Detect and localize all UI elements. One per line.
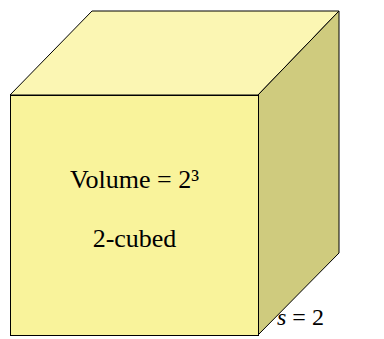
volume-formula: Volume = 2³ bbox=[70, 164, 199, 195]
cube-side-face bbox=[258, 11, 339, 335]
side-length-label: s = 2 bbox=[277, 303, 324, 332]
cube-front-face: Volume = 2³ 2-cubed bbox=[10, 95, 259, 336]
formula-reading: 2-cubed bbox=[93, 223, 177, 254]
